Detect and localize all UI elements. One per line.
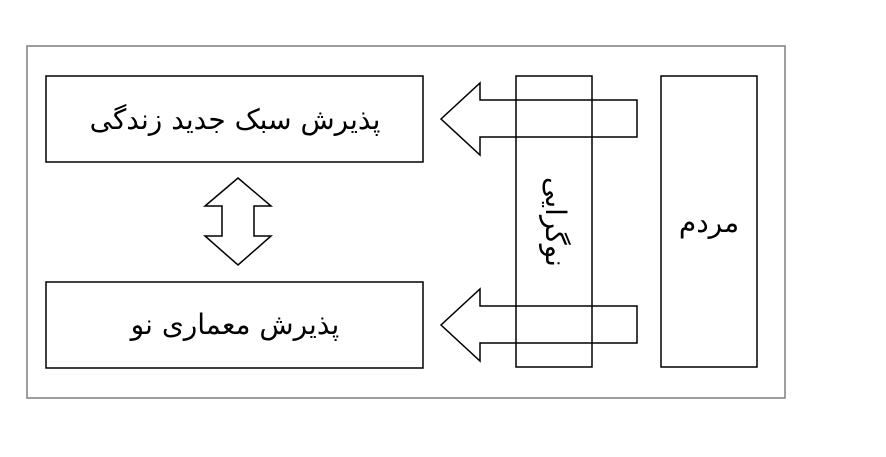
- top-box-label: پذیرش سبک جدید زندگی: [90, 103, 381, 136]
- people-box: [660, 75, 758, 368]
- people-label: مردم: [679, 206, 739, 239]
- novelty-box: [515, 75, 593, 368]
- bottom-box-label: پذیرش معماری نو: [129, 308, 340, 341]
- arrow-to-top-box: [439, 81, 638, 157]
- top-box: [45, 75, 424, 163]
- double-arrow: [202, 177, 274, 266]
- arrow-to-bottom-box: [439, 287, 638, 363]
- novelty-label: نوگرایی: [539, 177, 572, 267]
- bottom-box: [45, 281, 424, 369]
